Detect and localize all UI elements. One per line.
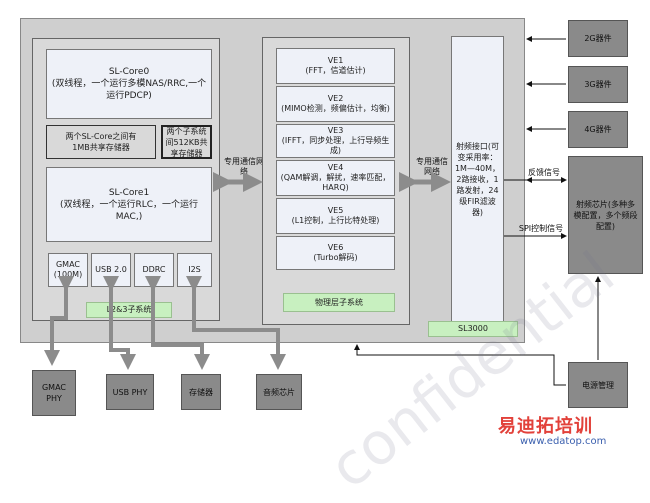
ve3-block: VE3 (IFFT，同步处理，上行导频生成) [276,124,395,158]
sl-core1-desc: (双线程，一个运行RLC，一个运行MAC,) [59,199,199,222]
brand-watermark: 易迪拓培训 [498,416,593,437]
bus-label-right: 专用通信网络 [416,157,448,176]
ve4-name: VE4 [327,163,344,172]
ve5-block: VE5 (L1控制，上行比特处理) [276,198,395,234]
rf-links [354,36,601,386]
ve3-desc: (IFFT，同步处理，上行导频生成) [281,136,390,155]
ve1-desc: (FFT，信道估计) [305,66,366,75]
sl-core0: SL-Core0 (双线程，一个运行多模NAS/RRC,一个运行PDCP) [46,49,212,119]
ve4-desc: (QAM解调，解扰，速率匹配，HARQ) [280,173,391,192]
sl-core1-title: SL-Core1 [108,187,150,198]
memory-device: 存储器 [181,374,221,410]
power-management: 电源管理 [568,362,628,408]
spi-signal-label: SPI控制信号 [518,224,564,233]
connector-layer [44,36,601,386]
ve5-desc: (L1控制，上行比特处理) [291,216,380,225]
ve4-block: VE4 (QAM解调，解扰，速率匹配，HARQ) [276,160,395,196]
rf-interface: 射频接口(可变采用率：1M—40M，2路接收，1路发射，24级FIR滤波器) [451,36,504,323]
audio-chip: 音频芯片 [256,374,302,410]
ve6-name: VE6 [327,243,344,252]
ve6-desc: (Turbo解码) [313,253,358,262]
ve2-desc: (MIMO检测，频偏估计，均衡) [281,104,390,113]
chip-name-label: SL3000 [428,321,518,337]
ve1-name: VE1 [327,56,344,65]
rf-chip: 射频芯片(多种多模配置，多个频段配置) [568,156,643,274]
subsystem-shared-memory: 两个子系统间512KB共享存储器 [161,125,212,159]
brand-url-watermark: www.edatop.com [520,436,607,447]
ve2-name: VE2 [327,94,344,103]
rf-chip-text: 射频芯片(多种多模配置，多个频段配置) [573,199,638,231]
usb-phy: USB PHY [106,374,154,410]
ve6-block: VE6 (Turbo解码) [276,236,395,270]
core-shared-memory-text: 两个SL-Core之间有1MB共享存储器 [65,132,137,152]
sl-core1: SL-Core1 (双线程，一个运行RLC，一个运行MAC,) [46,167,212,242]
4g-device: 4G器件 [568,111,628,148]
interface-links [44,276,286,370]
core-shared-memory: 两个SL-Core之间有1MB共享存储器 [46,125,156,159]
rf-interface-text: 射频接口(可变采用率：1M—40M，2路接收，1路发射，24级FIR滤波器) [454,142,501,217]
gmac-phy: GMAC PHY [32,370,76,416]
fault-signal-label: 反馈信号 [528,168,560,177]
ve1-block: VE1 (FFT，信道估计) [276,48,395,84]
2g-device: 2G器件 [568,20,628,57]
ve3-name: VE3 [327,126,344,135]
subsystem-shared-memory-text: 两个子系统间512KB共享存储器 [165,126,208,158]
ve5-name: VE5 [327,206,344,215]
3g-device: 3G器件 [568,66,628,103]
phy-subsystem-label: 物理层子系统 [283,293,395,312]
bus-label-left: 专用通信网络 [224,157,264,176]
sl-core0-desc: (双线程，一个运行多模NAS/RRC,一个运行PDCP) [51,79,207,101]
sl-core0-title: SL-Core0 [108,67,150,77]
ve2-block: VE2 (MIMO检测，频偏估计，均衡) [276,86,395,122]
